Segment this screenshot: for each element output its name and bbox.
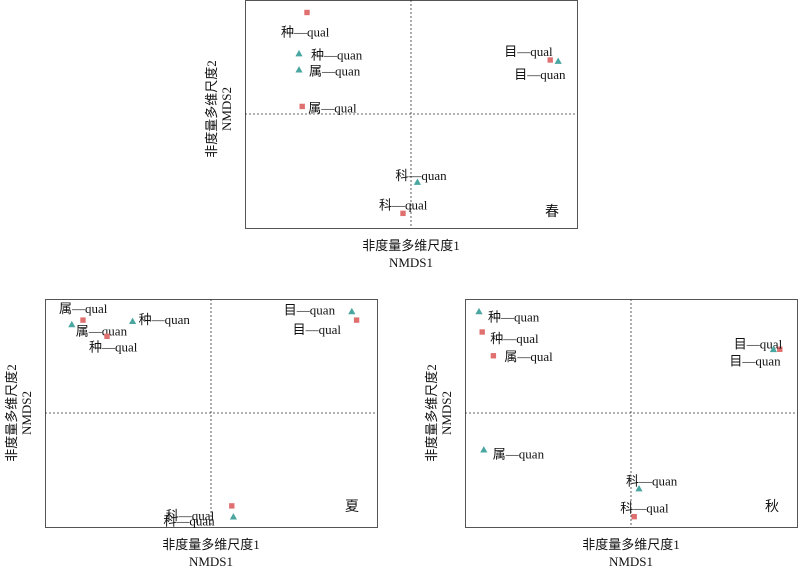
x-axis-label-en: NMDS1 bbox=[609, 554, 653, 569]
y-axis-label-en: NMDS2 bbox=[19, 391, 34, 435]
plot-frame bbox=[45, 299, 378, 528]
season-label: 春 bbox=[545, 204, 559, 220]
point-label: 属—quan bbox=[309, 64, 361, 79]
point-label: 种—qual bbox=[490, 331, 539, 346]
point-qual-marker bbox=[304, 9, 310, 16]
point-qual-marker bbox=[490, 353, 497, 359]
y-axis-label: 非度量多维尺度2 bbox=[424, 364, 439, 462]
y-axis-label-en: NMDS2 bbox=[439, 391, 454, 435]
x-axis-label-en: NMDS1 bbox=[189, 554, 233, 569]
point-label: 种—quan bbox=[488, 309, 540, 324]
point-quan-marker bbox=[480, 446, 488, 453]
point-qual-marker bbox=[229, 503, 235, 509]
x-axis-label: 非度量多维尺度1 bbox=[162, 537, 260, 552]
point-label: 属—qual bbox=[59, 301, 108, 316]
point-label: 科—quan bbox=[163, 514, 215, 529]
point-quan-marker bbox=[554, 57, 562, 64]
point-label: 种—quan bbox=[139, 312, 191, 327]
point-qual-marker bbox=[353, 317, 360, 323]
point-qual-marker bbox=[631, 513, 637, 520]
point-label: 属—qual bbox=[308, 100, 357, 115]
point-quan-marker bbox=[129, 317, 137, 324]
point-qual-marker bbox=[400, 210, 406, 217]
point-qual-marker bbox=[299, 103, 305, 110]
plot-frame bbox=[245, 0, 578, 229]
point-label: 目—qual bbox=[293, 322, 342, 337]
y-axis-label-en: NMDS2 bbox=[219, 87, 234, 131]
point-quan-marker bbox=[769, 345, 777, 353]
point-label: 目—qual bbox=[504, 44, 553, 59]
point-quan-marker bbox=[295, 66, 303, 73]
point-label: 种—quan bbox=[311, 48, 363, 63]
point-label: 目—quan bbox=[514, 67, 566, 82]
point-quan-marker bbox=[413, 178, 421, 185]
point-label: 目—qual bbox=[734, 336, 783, 351]
season-label: 夏 bbox=[345, 499, 359, 515]
point-quan-marker bbox=[635, 485, 643, 492]
point-label: 科—qual bbox=[620, 501, 669, 516]
point-qual-marker bbox=[547, 57, 553, 63]
point-quan-marker bbox=[475, 307, 483, 315]
y-axis-label: 非度量多维尺度2 bbox=[204, 60, 219, 158]
nmds-panel-2: 种—quan 种—qual 属—qual 目—qual 目—quan 属—quan 科—qu… bbox=[424, 299, 798, 569]
point-quan-marker bbox=[295, 49, 303, 57]
point-label: 目—quan bbox=[284, 302, 336, 317]
point-label: 科—quan bbox=[626, 474, 678, 489]
season-label: 秋 bbox=[765, 499, 779, 515]
point-qual-marker bbox=[80, 317, 86, 323]
point-label: 科—qual bbox=[166, 508, 215, 523]
point-label: 科—qual bbox=[379, 197, 428, 212]
point-quan-marker bbox=[348, 307, 356, 315]
x-axis-label-en: NMDS1 bbox=[389, 255, 433, 270]
point-label: 属—quan bbox=[76, 323, 128, 338]
point-label: 种—qual bbox=[281, 24, 330, 39]
point-quan-marker bbox=[229, 513, 237, 520]
point-label: 种—qual bbox=[89, 339, 138, 354]
point-qual-marker bbox=[104, 333, 110, 340]
point-qual-marker bbox=[479, 329, 485, 335]
point-qual-marker bbox=[777, 346, 783, 352]
point-label: 属—qual bbox=[504, 349, 553, 364]
point-label: 科—quan bbox=[395, 168, 447, 183]
point-label: 目—quan bbox=[729, 353, 781, 368]
point-label: 属—quan bbox=[493, 447, 545, 462]
x-axis-label: 非度量多维尺度1 bbox=[362, 238, 460, 253]
x-axis-label: 非度量多维尺度1 bbox=[582, 537, 680, 552]
plot-frame bbox=[465, 299, 798, 528]
y-axis-label: 非度量多维尺度2 bbox=[4, 364, 19, 462]
point-quan-marker bbox=[68, 320, 76, 328]
